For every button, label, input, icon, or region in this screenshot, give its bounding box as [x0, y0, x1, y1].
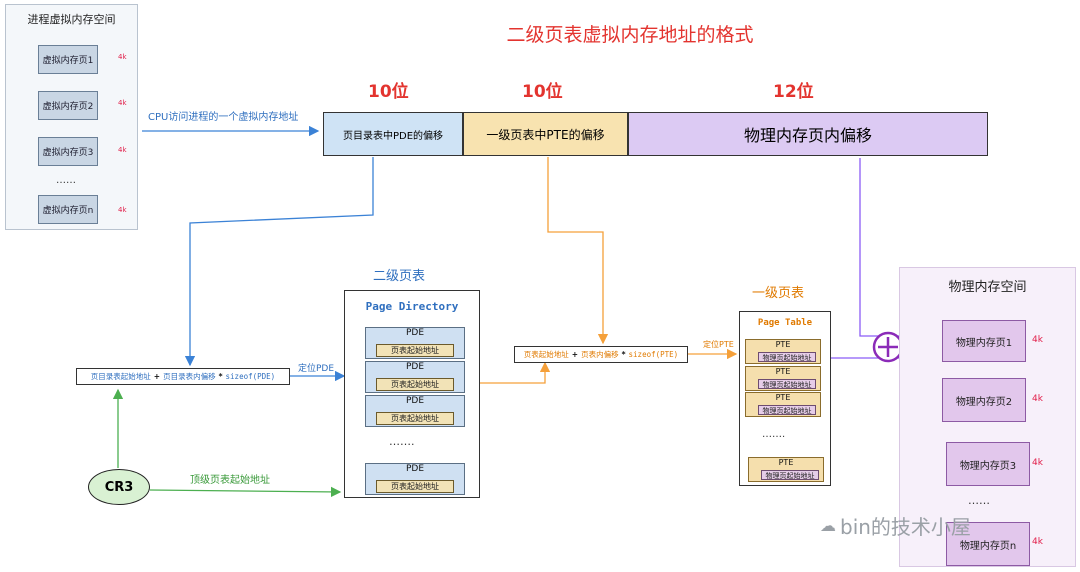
pde-offset-arrow [184, 157, 374, 367]
page-directory-heading: 二级页表 [373, 269, 426, 284]
virtual-page-n: 虚拟内存页n [38, 195, 98, 224]
cr3-desc: 顶级页表起始地址 [190, 475, 270, 486]
virtual-page-1: 虚拟内存页1 [38, 45, 98, 74]
locate-pte-label: 定位PTE [703, 340, 734, 349]
size-label: 4k [118, 53, 127, 61]
pte-entry: PTE 物理页起始地址 [745, 392, 821, 417]
pde-entry: PDE 页表起始地址 [365, 463, 465, 495]
wechat-icon: ☁ [820, 516, 836, 535]
pde-to-formula2-arrow [452, 361, 551, 384]
phys-page-address: 物理页起始地址 [758, 405, 816, 415]
physical-page-n: 物理内存页n [946, 522, 1030, 566]
pte-title: PTE [775, 393, 791, 402]
formula-term: sizeof(PDE) [225, 372, 276, 381]
pte-entry: PTE 物理页起始地址 [745, 366, 821, 391]
size-label: 4k [118, 206, 127, 214]
page-table: Page Table PTE 物理页起始地址 PTE 物理页起始地址 PTE 物… [739, 311, 831, 486]
physical-space-panel: 物理内存空间 物理内存页1 物理内存页2 物理内存页3 …… 物理内存页n 4k… [899, 267, 1076, 567]
virtual-ellipsis: …… [56, 175, 76, 186]
access-label: CPU访问进程的一个虚拟内存地址 [148, 112, 299, 123]
formula-term: sizeof(PTE) [628, 350, 679, 359]
physical-page-1: 物理内存页1 [942, 320, 1026, 362]
page-table-address: 页表起始地址 [376, 378, 454, 391]
virtual-space-panel: 进程虚拟内存空间 虚拟内存页1 虚拟内存页2 虚拟内存页3 …… 虚拟内存页n … [5, 4, 138, 230]
size-label: 4k [118, 99, 127, 107]
phys-page-address: 物理页起始地址 [761, 470, 819, 480]
page-table-address: 页表起始地址 [376, 344, 454, 357]
physical-page-3: 物理内存页3 [946, 442, 1030, 486]
page-directory: Page Directory PDE 页表起始地址 PDE 页表起始地址 PDE… [344, 290, 480, 498]
pde-title: PDE [405, 362, 425, 372]
cr3-right-arrow [149, 486, 342, 498]
bits-label-3: 12位 [773, 82, 814, 102]
pde-entry: PDE 页表起始地址 [365, 395, 465, 427]
pde-entry-selected: PDE 页表起始地址 [365, 361, 465, 393]
page-table-title: Page Table [757, 318, 813, 328]
page-table-address: 页表起始地址 [376, 480, 454, 493]
size-label: 4k [1032, 537, 1043, 547]
formula-term: 页表内偏移 [581, 350, 619, 359]
pde-title: PDE [405, 328, 425, 338]
pde-address-formula: 页目录表起始地址 + 页目录表内偏移 * sizeof(PDE) [76, 368, 290, 385]
diagram-title: 二级页表虚拟内存地址的格式 [506, 24, 754, 46]
pte-title: PTE [775, 367, 791, 376]
size-label: 4k [118, 146, 127, 154]
pte-address-formula: 页表起始地址 + 页表内偏移 * sizeof(PTE) [514, 346, 688, 363]
pde-title: PDE [405, 396, 425, 406]
size-label: 4k [1032, 394, 1043, 404]
watermark-text: bin的技术小屋 [840, 515, 971, 539]
pte-offset-arrow [547, 157, 609, 345]
formula-times: * [621, 350, 626, 359]
page-directory-title: Page Directory [365, 300, 459, 313]
phys-offset-field: 物理内存页内偏移 [628, 112, 988, 156]
pde-offset-field: 页目录表中PDE的偏移 [323, 112, 463, 156]
bits-label-2: 10位 [522, 82, 563, 102]
locate-pde-label: 定位PDE [298, 364, 335, 374]
virtual-space-title: 进程虚拟内存空间 [27, 13, 116, 26]
size-label: 4k [1032, 458, 1043, 468]
watermark: ☁ bin的技术小屋 [820, 511, 971, 540]
physical-page-2: 物理内存页2 [942, 378, 1026, 422]
formula-times: * [218, 372, 223, 381]
plus-cross [878, 337, 898, 357]
formula-term: 页表起始地址 [523, 350, 569, 359]
physical-ellipsis: …… [968, 494, 990, 507]
pte-offset-field: 一级页表中PTE的偏移 [463, 112, 628, 156]
physical-space-title: 物理内存空间 [948, 280, 1027, 295]
pte-entry: PTE 物理页起始地址 [748, 457, 824, 482]
formula-plus: + [571, 350, 579, 359]
formula-term: 页目录表内偏移 [163, 372, 216, 381]
virtual-page-2: 虚拟内存页2 [38, 91, 98, 120]
phys-page-address: 物理页起始地址 [758, 352, 816, 362]
pde-entry: PDE 页表起始地址 [365, 327, 465, 359]
pde-ellipsis: ……. [389, 435, 415, 448]
pde-title: PDE [405, 464, 425, 474]
virtual-page-3: 虚拟内存页3 [38, 137, 98, 166]
pte-title: PTE [775, 340, 791, 349]
pte-ellipsis: ……. [762, 429, 786, 440]
size-label: 4k [1032, 335, 1043, 345]
pte-title: PTE [778, 458, 794, 467]
cr3-register: CR3 [88, 469, 150, 505]
page-table-heading: 一级页表 [752, 286, 805, 301]
bits-label-1: 10位 [368, 82, 409, 102]
page-table-address: 页表起始地址 [376, 412, 454, 425]
formula-plus: + [153, 372, 161, 381]
formula-term: 页目录表起始地址 [90, 372, 151, 381]
pte-entry-selected: PTE 物理页起始地址 [745, 339, 821, 364]
phys-page-address: 物理页起始地址 [758, 379, 816, 389]
